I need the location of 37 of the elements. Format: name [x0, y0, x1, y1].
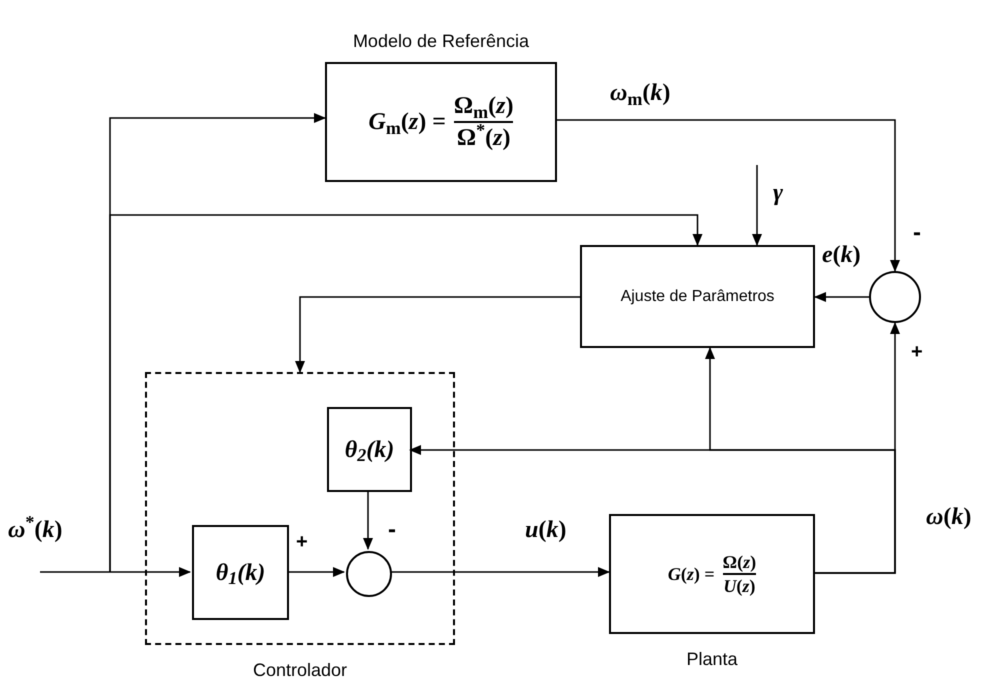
block-title: Modelo de Referência	[352, 30, 530, 52]
arrow	[814, 292, 869, 302]
formula-text: G$_{m}$(z) =	[368, 108, 446, 138]
fraction-numerator: Ω$_{m}$(z)	[454, 92, 514, 121]
sign-label: -	[913, 218, 921, 248]
arrow	[287, 567, 345, 577]
block	[327, 407, 412, 492]
fraction-numerator: Ω(z)	[722, 550, 756, 573]
summing-junction	[869, 271, 921, 323]
summing-junction	[346, 551, 392, 597]
arrow	[109, 214, 702, 572]
signal-label: u(k)	[525, 516, 566, 545]
arrow	[295, 296, 580, 373]
block-formula: θ$_{2}$(k)	[344, 436, 394, 466]
arrow	[705, 347, 896, 574]
block	[580, 245, 815, 348]
arrow	[390, 567, 610, 577]
signal-label: ω$_{m}$(k)	[610, 79, 670, 108]
formula-text: G(z) =	[668, 563, 715, 586]
sign-label: +	[296, 530, 308, 555]
fraction-denominator: Ω$^{*}$(z)	[456, 123, 510, 153]
block	[192, 525, 289, 620]
arrow	[752, 165, 762, 246]
signal-label: γ	[773, 179, 783, 208]
arrow	[363, 490, 373, 550]
block-formula: θ$_{1}$(k)	[216, 558, 266, 588]
signal-label: e(k)	[822, 241, 861, 270]
sign-label: +	[911, 340, 923, 365]
block-text: Ajuste de Parâmetros	[620, 286, 774, 306]
signal-label: ω$^{*}$(k)	[8, 515, 62, 545]
fraction-denominator: U(z)	[723, 575, 756, 598]
sign-label: -	[388, 515, 396, 545]
block-title: Controlador	[252, 659, 348, 682]
arrow	[557, 119, 900, 272]
arrow	[40, 567, 191, 577]
signal-label: ω(k)	[926, 503, 972, 532]
block-title: Planta	[685, 648, 739, 670]
